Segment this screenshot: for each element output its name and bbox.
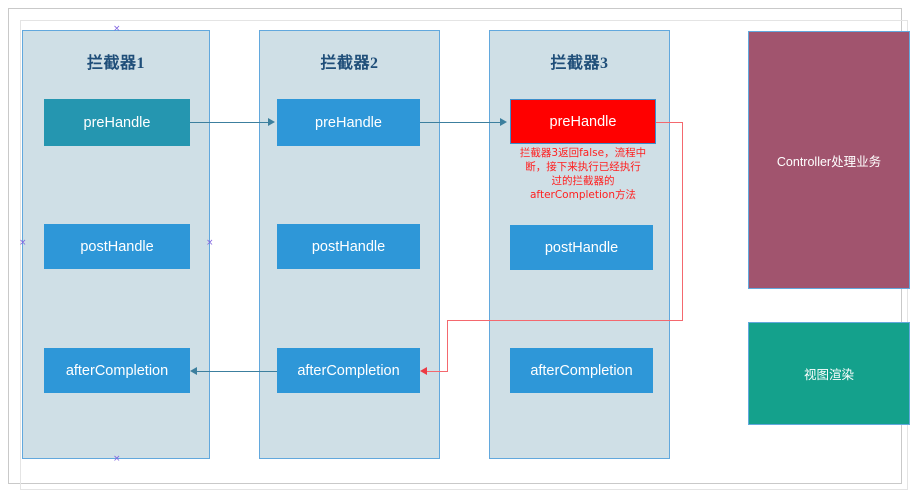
interceptor-3-aftercompletion-box[interactable]: afterCompletion xyxy=(510,348,653,393)
selection-handle-top[interactable]: × xyxy=(113,24,121,34)
interceptor-3-prehandle-box[interactable]: preHandle xyxy=(510,99,656,144)
selection-handle-left[interactable]: × xyxy=(19,238,27,248)
view-render-box[interactable]: 视图渲染 xyxy=(748,322,910,425)
interrupt-line-segment-2 xyxy=(682,122,683,321)
interrupt-annotation-line-1: 拦截器3返回false，流程中 xyxy=(519,147,647,159)
interceptor-2-prehandle-label: preHandle xyxy=(315,114,382,131)
interrupt-line-segment-4 xyxy=(447,320,448,371)
interceptor-1-prehandle-label: preHandle xyxy=(83,114,151,131)
interrupt-annotation: 拦截器3返回false，流程中 断，接下来执行已经执行 过的拦截器的 after… xyxy=(493,146,673,202)
flow-arrowhead-prehandle-3 xyxy=(500,118,507,126)
interceptor-3-posthandle-label: postHandle xyxy=(544,239,619,256)
view-render-box-label: 视图渲染 xyxy=(803,368,854,382)
interrupt-line-segment-5 xyxy=(427,371,448,372)
interceptor-3-aftercompletion-label: afterCompletion xyxy=(530,362,633,379)
flow-line-prehandle-2-to-3 xyxy=(420,122,502,123)
interceptor-2-prehandle-box[interactable]: preHandle xyxy=(277,99,420,146)
interceptor-2-posthandle-label: postHandle xyxy=(311,238,386,255)
interceptor-3-posthandle-box[interactable]: postHandle xyxy=(510,225,653,270)
interrupt-arrowhead-aftercompletion-2 xyxy=(420,367,427,375)
selection-handle-bottom[interactable]: × xyxy=(113,454,121,464)
interrupt-annotation-line-3: 过的拦截器的 xyxy=(551,175,615,187)
interceptor-2-aftercompletion-box[interactable]: afterCompletion xyxy=(277,348,420,393)
flow-arrowhead-prehandle-2 xyxy=(268,118,275,126)
interceptor-1-aftercompletion-label: afterCompletion xyxy=(65,362,169,379)
interceptor-panel-2-title: 拦截器2 xyxy=(320,55,379,72)
controller-box[interactable]: Controller处理业务 xyxy=(748,31,910,289)
controller-box-label: Controller处理业务 xyxy=(776,154,882,169)
interceptor-3-prehandle-label: preHandle xyxy=(549,113,617,130)
interrupt-line-segment-3 xyxy=(447,320,683,321)
interrupt-annotation-line-4: afterCompletion方法 xyxy=(530,189,636,201)
interceptor-2-aftercompletion-label: afterCompletion xyxy=(297,362,400,379)
interceptor-1-prehandle-box[interactable]: preHandle xyxy=(44,99,190,146)
interceptor-2-posthandle-box[interactable]: postHandle xyxy=(277,224,420,269)
flow-line-prehandle-1-to-2 xyxy=(190,122,270,123)
flow-line-aftercompletion-2-to-1 xyxy=(196,371,277,372)
interceptor-panel-3-title: 拦截器3 xyxy=(550,55,609,72)
interceptor-panel-1-title: 拦截器1 xyxy=(86,55,145,72)
interceptor-1-posthandle-box[interactable]: postHandle xyxy=(44,224,190,269)
interrupt-annotation-line-2: 断，接下来执行已经执行 xyxy=(525,161,641,173)
interceptor-1-posthandle-label: postHandle xyxy=(80,238,154,255)
flow-arrowhead-aftercompletion-1 xyxy=(190,367,197,375)
selection-handle-right[interactable]: × xyxy=(206,238,214,248)
interrupt-line-segment-1 xyxy=(656,122,683,123)
interceptor-1-aftercompletion-box[interactable]: afterCompletion xyxy=(44,348,190,393)
